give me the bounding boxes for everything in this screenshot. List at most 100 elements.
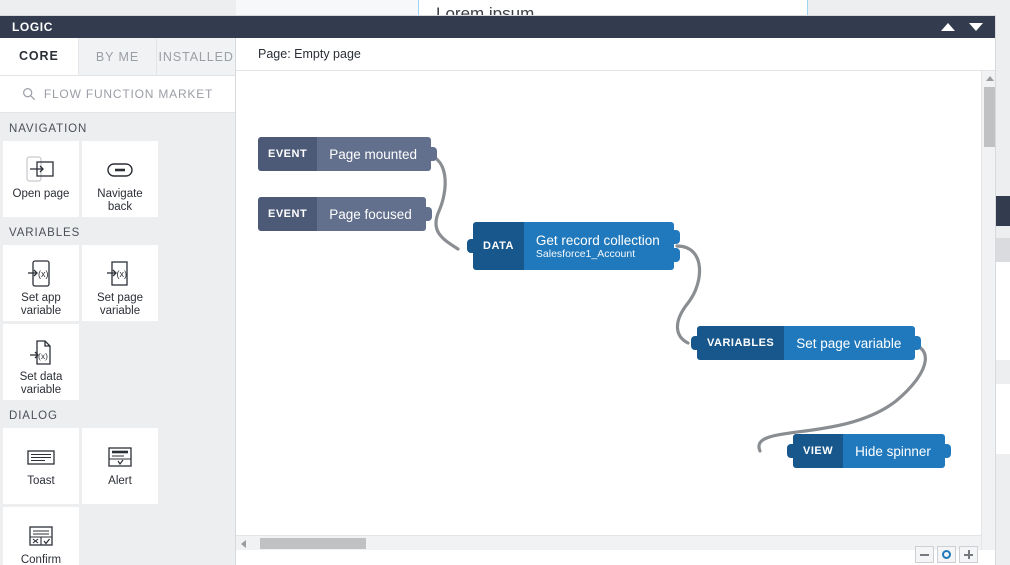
flow-node-get-record-collection[interactable]: DATA Get record collection Salesforce1_A… [467,222,680,270]
set-data-variable-icon: (x) [24,337,58,369]
flow-node-page-focused[interactable]: EVENT Page focused [258,197,432,231]
collapse-down-button[interactable] [967,18,985,36]
palette-item-label: Set data variable [19,371,63,396]
connector-data-to-variables [675,244,701,345]
node-input-port[interactable] [467,239,476,253]
palette-item-label: Navigate back [97,188,143,213]
right-edge-white-a [995,262,1010,360]
logic-window: LOGIC CORE BY ME INSTALLED [0,16,995,565]
page-title: Page: Empty page [258,47,361,61]
node-output-port[interactable] [941,444,951,458]
triangle-up-icon [941,23,955,31]
right-edge-panel [995,16,1010,565]
node-output-port-primary[interactable] [670,230,680,244]
zoom-out-button[interactable] [915,546,934,563]
section-title-dialog: DIALOG [9,410,58,422]
section-grid-navigation: Open page Navigate back [0,141,235,217]
right-edge-white-b [995,384,1010,454]
set-page-variable-icon: (x) [103,258,137,290]
scroll-left-arrow-icon[interactable] [241,540,246,548]
horizontal-scroll-thumb[interactable] [260,538,366,549]
search-icon [22,88,35,101]
flow-canvas-area: Page: Empty page [236,38,995,565]
palette-item-confirm[interactable]: Confirm [3,507,79,565]
palette-item-label: Open page [12,188,70,200]
palette-item-open-page[interactable]: Open page [3,141,79,217]
node-body: Get record collection Salesforce1_Accoun… [523,222,674,270]
palette-item-toast[interactable]: Toast [3,428,79,504]
open-page-icon [24,154,58,186]
logic-header-buttons [939,18,985,36]
svg-text:(x): (x) [38,351,48,361]
flow-function-market-button[interactable]: FLOW FUNCTION MARKET [0,76,235,113]
zoom-controls [915,546,978,563]
section-title-variables: VARIABLES [9,227,81,239]
tab-installed[interactable]: INSTALLED [157,38,235,75]
connector-event-to-data [419,152,460,251]
flow-connectors [419,152,927,453]
palette-item-set-data-variable[interactable]: (x) Set data variable [3,324,79,400]
right-edge-navy-bar [995,196,1010,226]
section-title-navigation: NAVIGATION [9,123,88,135]
logic-header: LOGIC [0,16,995,38]
flow-node-hide-spinner[interactable]: VIEW Hide spinner [787,434,951,468]
background-left-strip [0,0,236,18]
scroll-up-arrow-icon[interactable] [986,76,994,81]
section-grid-dialog: Toast Alert [0,428,235,565]
flow-node-page-mounted[interactable]: EVENT Page mounted [258,137,438,171]
flow-node-set-page-variable[interactable]: VARIABLES Set page variable [691,326,922,360]
section-grid-variables: (x) Set app variable (x) [0,245,235,400]
node-input-port[interactable] [787,444,796,458]
zoom-in-button[interactable] [959,546,978,563]
palette-item-alert[interactable]: Alert [82,428,158,504]
node-kind-label: VARIABLES [697,326,785,360]
node-kind-label: VIEW [793,434,844,468]
canvas-vertical-scrollbar[interactable] [981,71,995,550]
palette-item-label: Alert [108,475,132,487]
function-palette: CORE BY ME INSTALLED FLOW FUNCTION MARKE… [0,38,236,565]
node-input-port[interactable] [691,336,700,350]
background-page-sheet [418,0,808,16]
tab-by-me[interactable]: BY ME [78,38,158,75]
background-mid-strip [236,0,418,18]
node-title: Page focused [329,206,412,222]
flow-canvas[interactable]: EVENT Page mounted EVENT Page focused [236,71,995,550]
svg-text:(x): (x) [117,269,128,279]
palette-item-label: Confirm [20,554,62,565]
node-title: Hide spinner [855,443,931,459]
right-edge-grey-b [995,360,1010,384]
node-body: Set page variable [784,326,916,360]
palette-item-set-page-variable[interactable]: (x) Set page variable [82,245,158,321]
node-title: Set page variable [796,335,902,351]
palette-item-label: Set app variable [20,292,62,317]
palette-item-navigate-back[interactable]: Navigate back [82,141,158,217]
zoom-reset-button[interactable] [937,546,956,563]
svg-text:(x): (x) [38,269,49,279]
minus-icon [920,553,929,556]
palette-item-set-app-variable[interactable]: (x) Set app variable [3,245,79,321]
node-kind-label: DATA [473,222,524,270]
toast-icon [24,441,58,473]
right-edge-grey-bar [995,238,1010,262]
node-subtitle: Salesforce1_Account [535,247,636,260]
triangle-down-icon [969,23,983,31]
tab-core[interactable]: CORE [0,38,79,75]
confirm-icon [24,520,58,552]
canvas-toolbar: Page: Empty page [236,38,995,71]
canvas-horizontal-scrollbar[interactable] [236,535,995,550]
node-output-port[interactable] [422,207,432,221]
node-kind-label: EVENT [258,137,318,171]
collapse-up-button[interactable] [939,18,957,36]
palette-tabs: CORE BY ME INSTALLED [0,38,235,76]
flow-function-market-label: FLOW FUNCTION MARKET [43,87,214,101]
palette-item-label: Toast [27,475,55,487]
vertical-scroll-thumb[interactable] [984,87,995,147]
node-kind-label: EVENT [258,197,318,231]
node-title: Page mounted [329,146,418,162]
node-output-port[interactable] [428,147,438,161]
node-body: Page mounted [317,137,432,171]
alert-icon [103,441,137,473]
set-app-variable-icon: (x) [24,258,58,290]
node-output-port[interactable] [912,336,922,350]
node-output-port-secondary[interactable] [670,248,680,262]
